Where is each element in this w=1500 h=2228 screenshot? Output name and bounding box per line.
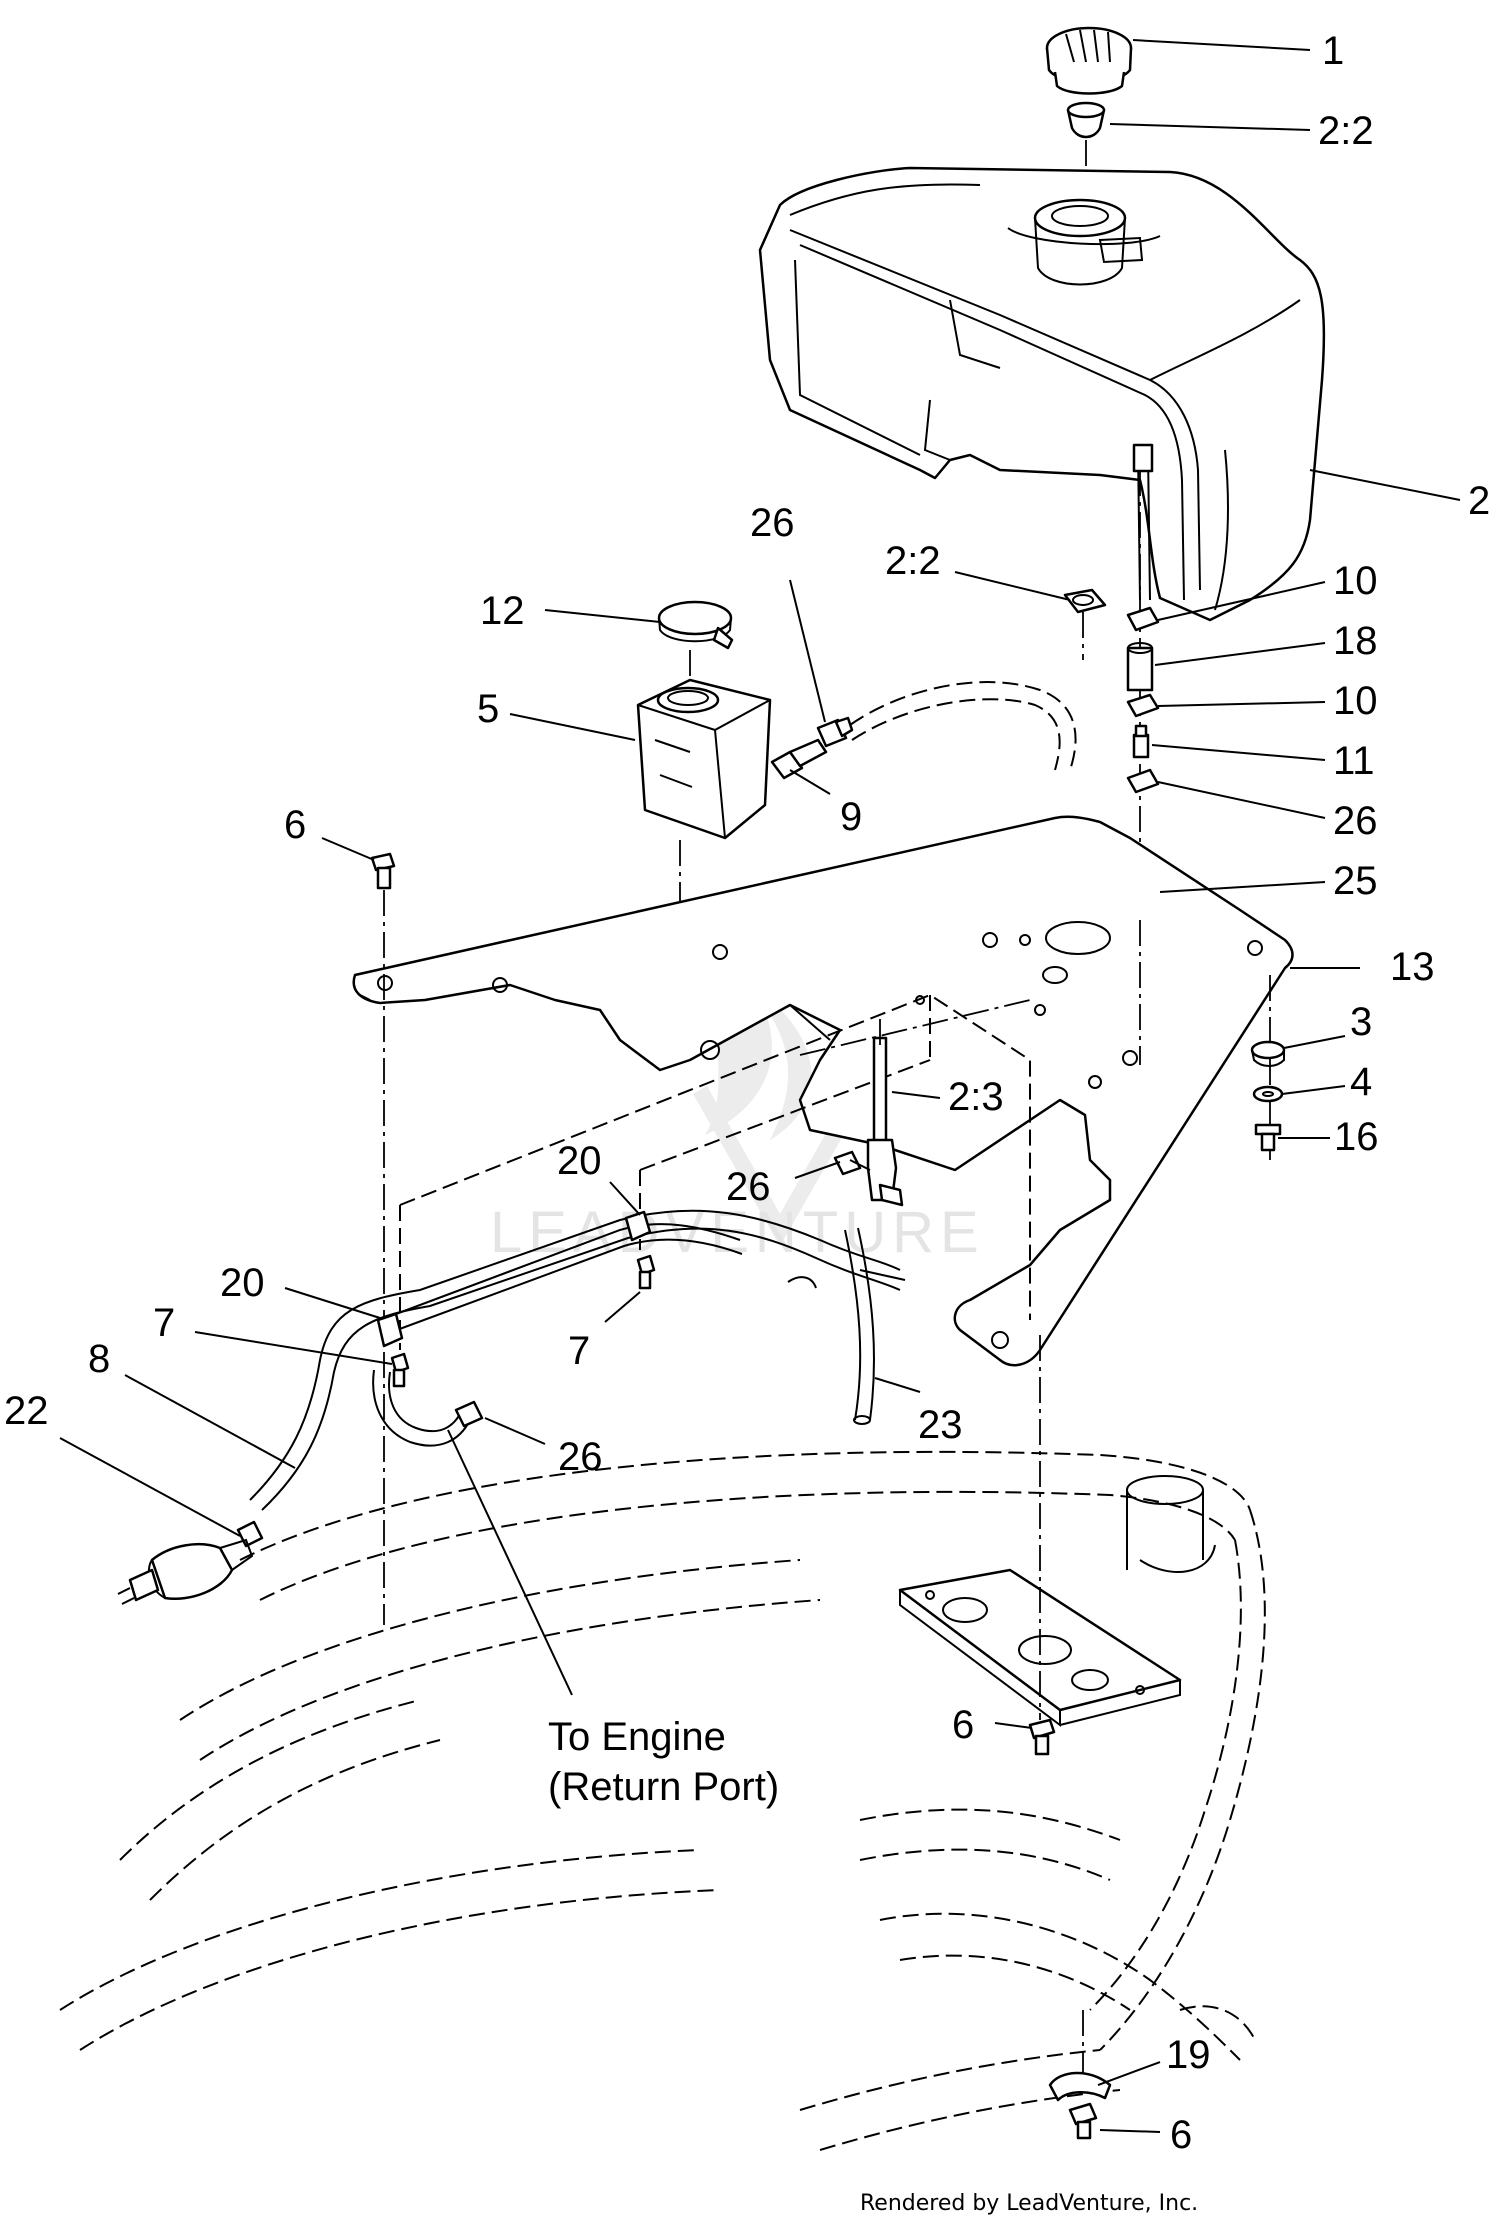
callout-25: 25 (1333, 859, 1378, 903)
hose-stack (1126, 470, 1160, 900)
frame (59, 1450, 1266, 2151)
outlet-fitting (799, 999, 1031, 1207)
callout-26-d: 26 (558, 1435, 603, 1479)
fuel-hoses (249, 1209, 906, 1511)
callout-19: 19 (1166, 2033, 1211, 2077)
bolt-left (370, 852, 396, 1625)
fuel-filter (117, 1520, 264, 1605)
callout-22: 22 (4, 1389, 49, 1433)
grommet-lower (1063, 588, 1107, 660)
clip-19 (1048, 2010, 1112, 2140)
callout-23: 23 (918, 1403, 963, 1447)
callout-16: 16 (1334, 1115, 1379, 1159)
render-credit: Rendered by LeadVenture, Inc. (860, 2191, 1198, 2216)
callout-20-a: 20 (557, 1139, 602, 1183)
overflow-fitting (770, 681, 1077, 780)
callout-13: 13 (1390, 945, 1435, 989)
callout-26-a: 26 (750, 501, 795, 545)
callout-2-2-top: 2:2 (1318, 109, 1374, 153)
frame-upright (1126, 1475, 1216, 1573)
callout-9: 9 (840, 795, 862, 839)
reservoir-cap (657, 600, 734, 690)
return-port-note: To Engine (Return Port) (548, 1715, 779, 1809)
callout-6-c: 6 (1170, 2113, 1192, 2157)
callout-2-3: 2:3 (948, 1075, 1004, 1119)
callout-4: 4 (1350, 1060, 1372, 1104)
mounting-plate (352, 815, 1294, 1367)
callout-8: 8 (88, 1337, 110, 1381)
callout-7-b: 7 (568, 1329, 590, 1373)
callout-10-a: 10 (1333, 559, 1378, 603)
reservoir-bottle (636, 678, 772, 1010)
callout-10-b: 10 (1333, 679, 1378, 723)
callout-2: 2 (1468, 479, 1490, 523)
mount-hardware (1139, 920, 1286, 1160)
note-line-2: (Return Port) (548, 1765, 779, 1809)
fuel-cap (1045, 26, 1133, 95)
callout-2-2-lower: 2:2 (885, 539, 941, 583)
callout-11: 11 (1333, 739, 1375, 783)
callout-6-b: 6 (952, 1703, 974, 1747)
hose-clamps (376, 1210, 817, 1388)
fuel-tank (758, 166, 1326, 622)
callout-12: 12 (480, 589, 525, 633)
callout-26-c: 26 (726, 1165, 771, 1209)
callout-labels: 1 2:2 2 26 2:2 10 12 18 5 10 11 9 26 6 2… (4, 29, 1490, 2157)
callout-1: 1 (1322, 29, 1344, 73)
callout-18: 18 (1333, 619, 1378, 663)
callout-7-a: 7 (153, 1301, 175, 1345)
leader-lines (59, 39, 1461, 2133)
callout-5: 5 (477, 687, 499, 731)
note-line-1: To Engine (548, 1715, 726, 1759)
bolt-bracket (1028, 1335, 1056, 1756)
callout-3: 3 (1350, 1000, 1372, 1044)
callout-6-a: 6 (284, 803, 306, 847)
callout-20-b: 20 (220, 1261, 265, 1305)
clamp-lower (454, 1400, 484, 1428)
callout-26-b: 26 (1333, 799, 1378, 843)
grommet-top (1066, 101, 1106, 215)
